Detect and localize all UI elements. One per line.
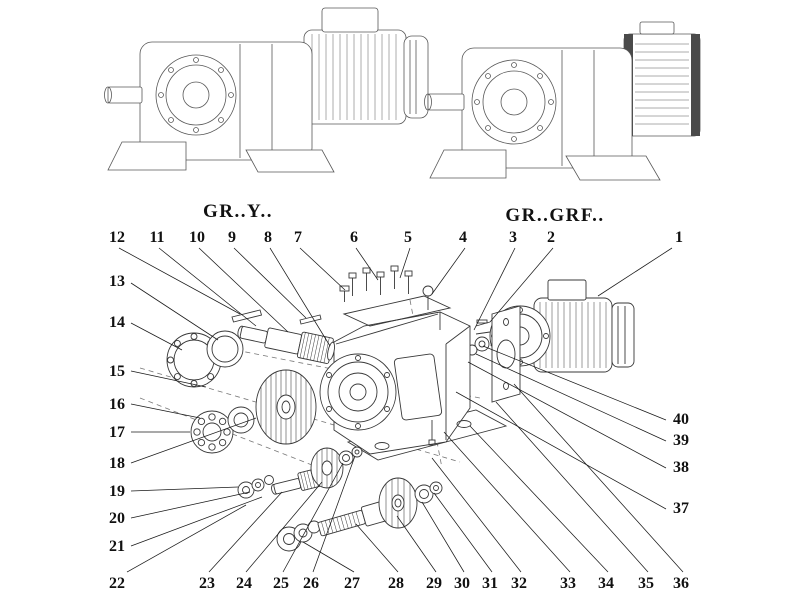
callout-37: 37 bbox=[673, 500, 689, 517]
callout-30: 30 bbox=[454, 575, 470, 592]
callout-4: 4 bbox=[459, 229, 467, 246]
callout-1: 1 bbox=[675, 229, 683, 246]
callout-2: 2 bbox=[547, 229, 555, 246]
callout-27: 27 bbox=[344, 575, 360, 592]
input-shaft-assembly bbox=[231, 309, 335, 364]
callout-15: 15 bbox=[109, 363, 125, 380]
callout-18: 18 bbox=[109, 455, 125, 472]
callout-28: 28 bbox=[388, 575, 404, 592]
callout-3: 3 bbox=[509, 229, 517, 246]
callout-20: 20 bbox=[109, 510, 125, 527]
callout-19: 19 bbox=[109, 483, 125, 500]
callout-36: 36 bbox=[673, 575, 689, 592]
callout-38: 38 bbox=[673, 459, 689, 476]
model-label-gr-y: GR..Y.. bbox=[203, 201, 273, 222]
model-label-gr-grf: GR..GRF.. bbox=[505, 205, 605, 226]
callout-24: 24 bbox=[236, 575, 252, 592]
callout-39: 39 bbox=[673, 432, 689, 449]
callout-26: 26 bbox=[303, 575, 319, 592]
callout-5: 5 bbox=[404, 229, 412, 246]
output-shaft-assembly bbox=[276, 477, 443, 552]
callout-34: 34 bbox=[598, 575, 614, 592]
callout-40: 40 bbox=[673, 411, 689, 428]
callout-9: 9 bbox=[228, 229, 236, 246]
callout-10: 10 bbox=[189, 229, 205, 246]
callout-25: 25 bbox=[273, 575, 289, 592]
callout-17: 17 bbox=[109, 424, 125, 441]
callout-35: 35 bbox=[638, 575, 654, 592]
callout-32: 32 bbox=[511, 575, 527, 592]
callout-22: 22 bbox=[109, 575, 125, 592]
callout-23: 23 bbox=[199, 575, 215, 592]
intermediate-gear-cluster bbox=[237, 446, 363, 499]
callout-33: 33 bbox=[560, 575, 576, 592]
callout-13: 13 bbox=[109, 273, 125, 290]
callout-29: 29 bbox=[426, 575, 442, 592]
large-helical-gear bbox=[255, 369, 317, 445]
callout-12: 12 bbox=[109, 229, 125, 246]
gearbox-housing bbox=[315, 311, 508, 461]
callout-21: 21 bbox=[109, 538, 125, 555]
callout-7: 7 bbox=[294, 229, 302, 246]
callout-8: 8 bbox=[264, 229, 272, 246]
callout-14: 14 bbox=[109, 314, 125, 331]
callout-leader-lines bbox=[118, 247, 684, 573]
callout-6: 6 bbox=[350, 229, 358, 246]
bearing-and-seal-rings bbox=[166, 330, 255, 454]
callout-31: 31 bbox=[482, 575, 498, 592]
callout-16: 16 bbox=[109, 396, 125, 413]
top-cover-and-bolts bbox=[339, 265, 452, 327]
gearmotor-gr-y-illustration bbox=[104, 7, 429, 173]
callout-11: 11 bbox=[149, 229, 165, 246]
gearmotor-gr-grf-illustration bbox=[424, 21, 701, 181]
